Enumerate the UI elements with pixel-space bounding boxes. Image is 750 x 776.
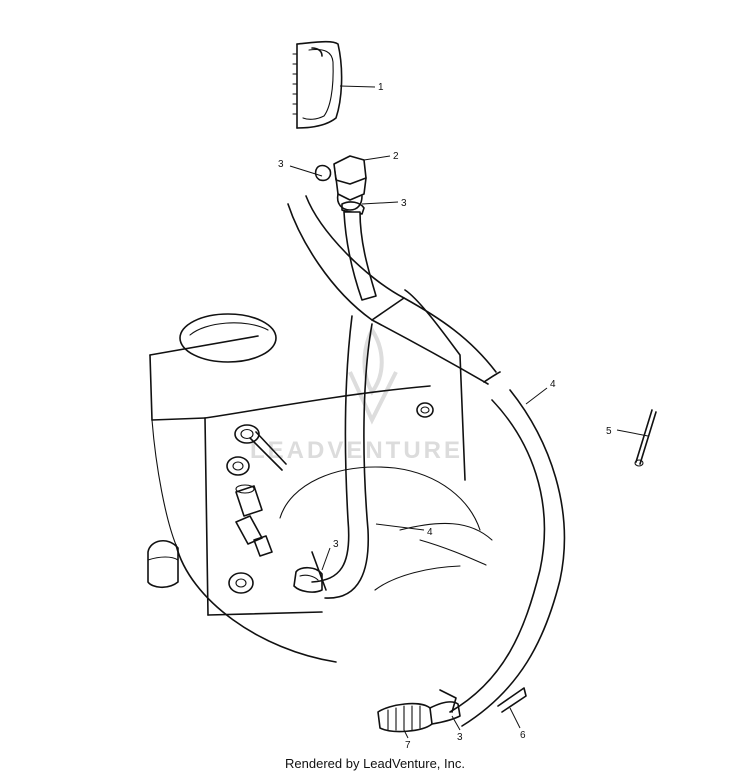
small-clamp-parts [314,164,365,215]
watermark: LEADVENTURE [250,325,463,464]
callout-4-right: 4 [550,379,556,390]
leader-lines [289,85,649,739]
callout-7: 7 [405,740,411,751]
tank-cap-bracket [147,540,179,589]
footer-credit: Rendered by LeadVenture, Inc. [285,756,465,771]
callout-3-upper-clamp: 3 [401,198,407,209]
callout-2: 2 [393,151,399,162]
callout-3-tank-clamp: 3 [333,539,339,550]
elbow-fitting-part [333,155,367,211]
hose-clamp-part [293,551,327,593]
callout-5: 5 [606,426,612,437]
tank-fittings [226,402,434,594]
callout-6: 6 [520,730,526,741]
callout-4-center: 4 [427,527,433,538]
callout-3-filter: 3 [457,732,463,743]
callouts: 1 2 3 3 4 4 3 5 7 3 6 [278,82,612,751]
callout-1: 1 [378,82,384,93]
edge-trim-part [292,40,343,129]
fuel-tank [149,289,493,663]
watermark-text: LEADVENTURE [250,437,463,464]
callout-3-top: 3 [278,159,284,170]
cable-tie-part [634,409,657,467]
fuel-filter-part [377,687,527,733]
fuel-hoses [287,195,566,727]
